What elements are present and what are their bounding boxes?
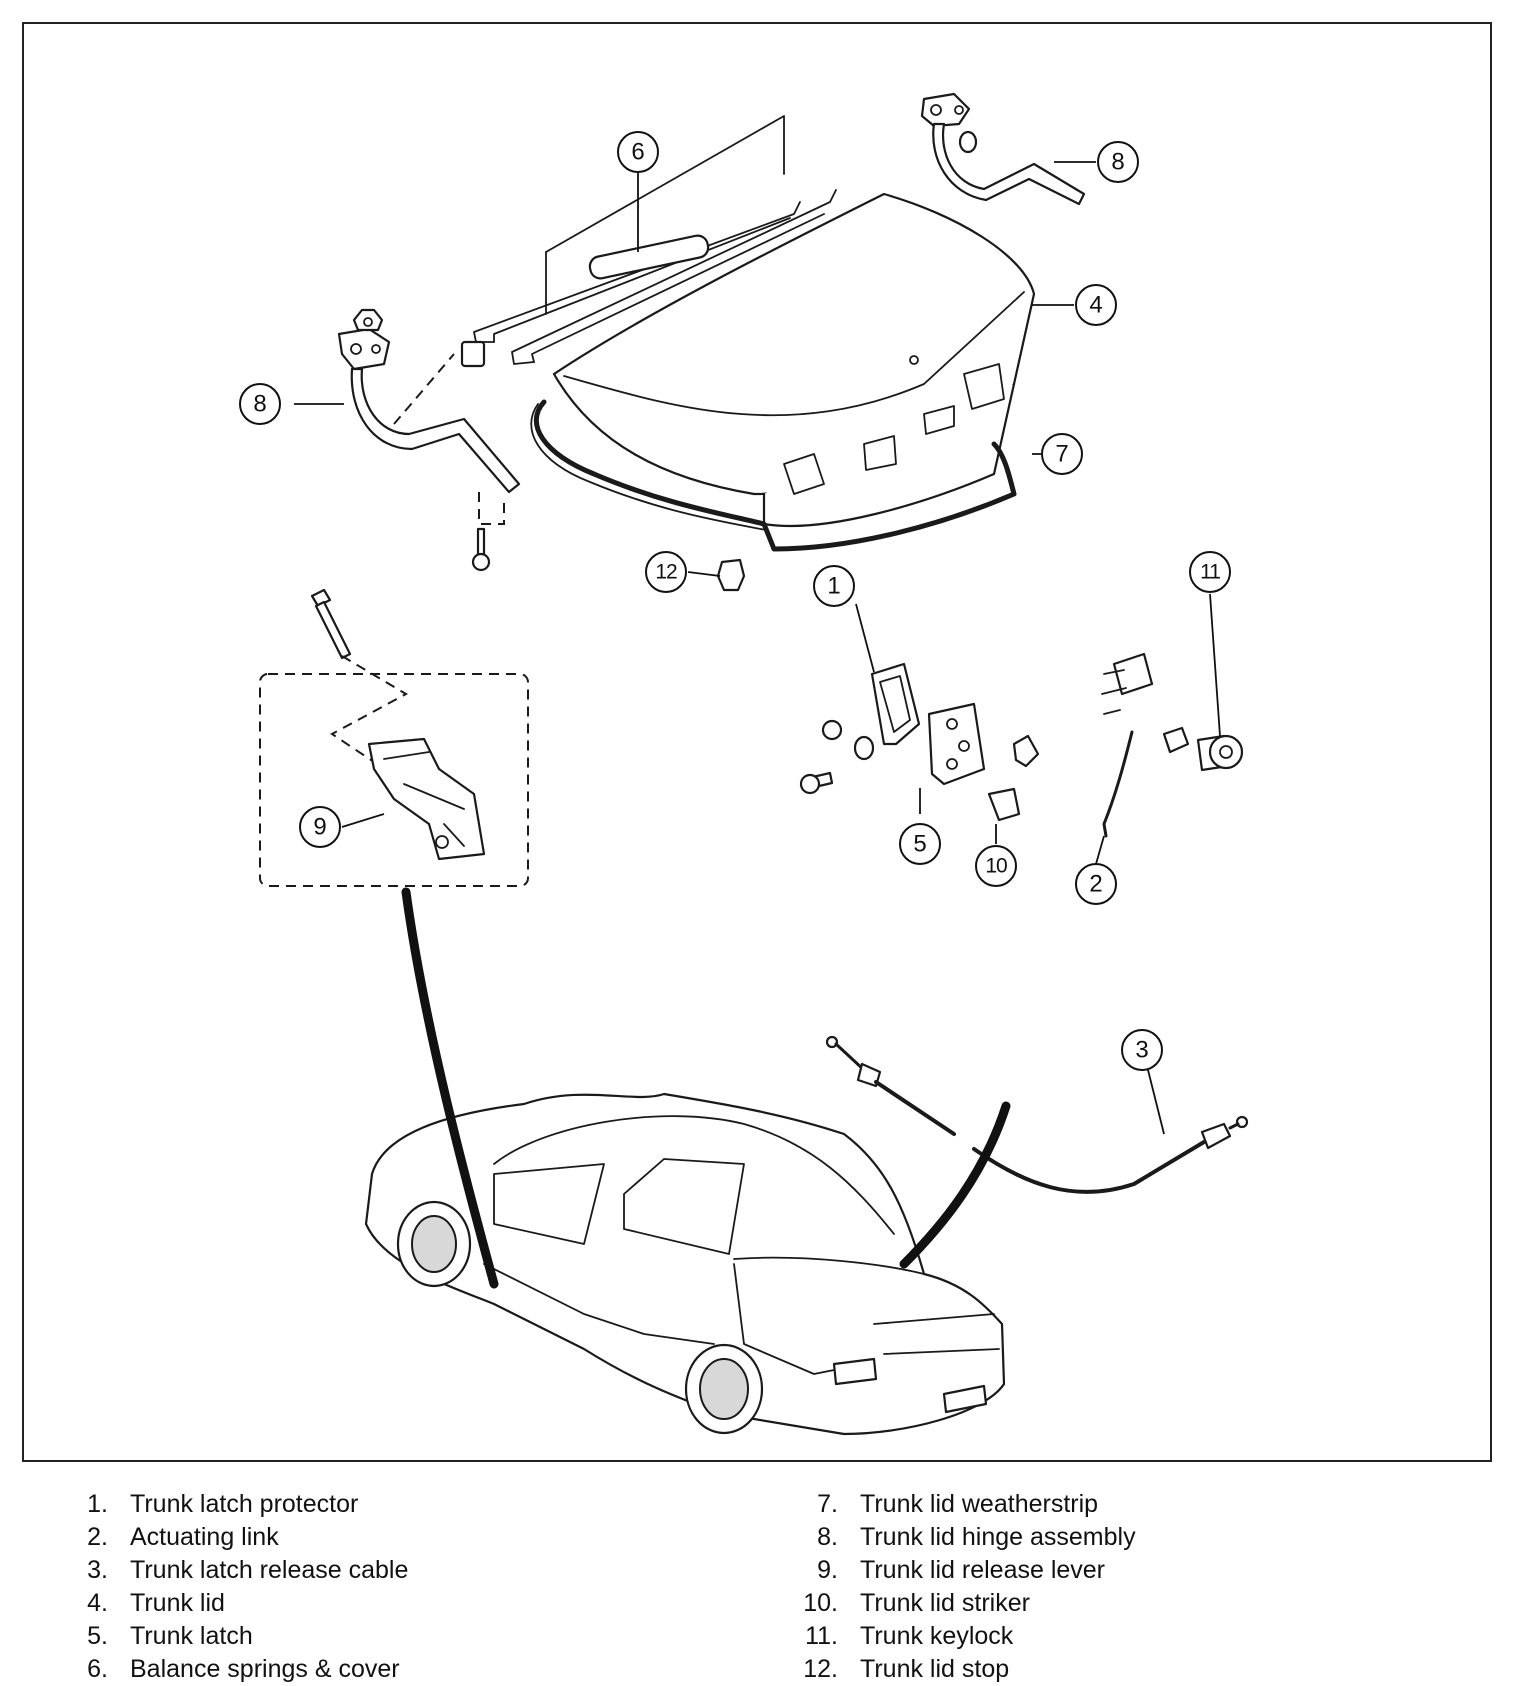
callout-number: 2 xyxy=(1089,871,1102,898)
callout-number: 10 xyxy=(985,855,1007,878)
callout-circle xyxy=(1075,284,1117,326)
leader-lever-to-car xyxy=(401,887,499,1289)
link-and-keylock-group xyxy=(1101,652,1244,838)
callout-number: 12 xyxy=(655,561,677,584)
legend-label: Trunk lid stop xyxy=(860,1655,1010,1683)
legend-label: Trunk latch protector xyxy=(130,1490,359,1518)
legend-item: 12. Trunk lid stop xyxy=(786,1653,1486,1686)
legend-item: 11. Trunk keylock xyxy=(786,1620,1486,1653)
legend-label: Actuating link xyxy=(130,1523,279,1551)
release-cable xyxy=(825,1035,1249,1194)
release-lever-group xyxy=(259,588,529,887)
legend-item: 7. Trunk lid weatherstrip xyxy=(786,1488,1486,1521)
callout-number: 6 xyxy=(631,139,644,166)
callout-10: 10 xyxy=(975,845,1017,887)
callout-circle xyxy=(617,131,659,173)
legend-item: 8. Trunk lid hinge assembly xyxy=(786,1521,1486,1554)
legend-item: 1. Trunk latch protector xyxy=(56,1488,736,1521)
trunk-lid xyxy=(552,192,1036,528)
callout-circle xyxy=(299,806,341,848)
callout-circle xyxy=(899,823,941,865)
legend-label: Trunk lid hinge assembly xyxy=(860,1523,1136,1551)
legend-item: 6. Balance springs & cover xyxy=(56,1653,736,1686)
legend-item: 9. Trunk lid release lever xyxy=(786,1554,1486,1587)
callout-2: 2 xyxy=(1075,863,1117,905)
legend-number: 8. xyxy=(817,1523,838,1551)
callout-12: 12 xyxy=(645,551,687,593)
legend-number: 5. xyxy=(87,1622,108,1650)
callout-number: 11 xyxy=(1200,561,1220,584)
trunk-lid-stop xyxy=(716,558,746,592)
callout-9: 9 xyxy=(299,806,341,848)
legend-label: Trunk latch xyxy=(130,1622,253,1650)
callout-1: 1 xyxy=(813,565,855,607)
legend-number: 11. xyxy=(805,1622,838,1650)
legend-item: 4. Trunk lid xyxy=(56,1587,736,1620)
legend-item: 5. Trunk latch xyxy=(56,1620,736,1653)
legend-number: 2. xyxy=(87,1523,108,1551)
latch-group xyxy=(799,662,1040,822)
callout-number: 9 xyxy=(313,814,326,841)
callout-8: 8 xyxy=(239,383,281,425)
callout-circle xyxy=(1097,141,1139,183)
callout-5: 5 xyxy=(899,823,941,865)
legend-item: 3. Trunk latch release cable xyxy=(56,1554,736,1587)
parts-legend: 1. Trunk latch protector 2. Actuating link… xyxy=(0,1480,1520,1683)
car-body xyxy=(364,1092,1006,1436)
legend-number: 10. xyxy=(803,1589,838,1617)
legend-column-right: 7. Trunk lid weatherstrip 8. Trunk lid hin… xyxy=(786,1488,1486,1686)
legend-item: 10. Trunk lid striker xyxy=(786,1587,1486,1620)
callout-number: 8 xyxy=(1111,149,1124,176)
legend-number: 12. xyxy=(803,1655,838,1683)
legend-number: 7. xyxy=(817,1490,838,1518)
legend-number: 6. xyxy=(87,1655,108,1683)
leader-cable-to-car xyxy=(899,1101,1011,1269)
legend-label: Trunk lid weatherstrip xyxy=(860,1490,1099,1518)
callout-number: 8 xyxy=(253,391,266,418)
callout-circle xyxy=(813,565,855,607)
legend-number: 4. xyxy=(87,1589,108,1617)
callout-circle xyxy=(975,845,1017,887)
callout-7: 7 xyxy=(1041,433,1083,475)
legend-number: 9. xyxy=(817,1556,838,1584)
hinge-assembly-upper-right xyxy=(920,92,1086,206)
callout-number: 3 xyxy=(1135,1037,1148,1064)
legend-number: 3. xyxy=(87,1556,108,1584)
legend-number: 1. xyxy=(87,1490,108,1518)
trunk-lid-weatherstrip xyxy=(530,399,1017,552)
legend-column-left: 1. Trunk latch protector 2. Actuating link… xyxy=(56,1488,736,1686)
callout-6: 6 xyxy=(617,131,659,173)
legend-item: 2. Actuating link xyxy=(56,1521,736,1554)
legend-label: Trunk latch release cable xyxy=(130,1556,409,1584)
legend-label: Trunk lid release lever xyxy=(860,1556,1106,1584)
callout-circle xyxy=(1075,863,1117,905)
balance-springs-and-cover xyxy=(473,115,837,365)
legend-label: Trunk keylock xyxy=(860,1622,1014,1650)
callout-circle xyxy=(239,383,281,425)
callout-circle xyxy=(1121,1029,1163,1071)
legend-label: Balance springs & cover xyxy=(130,1655,400,1683)
callout-4: 4 xyxy=(1075,284,1117,326)
callout-number: 5 xyxy=(913,831,926,858)
callout-11: 11 xyxy=(1189,551,1231,593)
callout-8: 8 xyxy=(1097,141,1139,183)
callout-number: 7 xyxy=(1055,441,1068,468)
callout-number: 4 xyxy=(1089,292,1102,319)
callout-circle xyxy=(645,551,687,593)
callout-number: 1 xyxy=(827,573,840,600)
callout-circle xyxy=(1041,433,1083,475)
legend-label: Trunk lid xyxy=(130,1589,225,1617)
legend-label: Trunk lid striker xyxy=(860,1589,1030,1617)
callout-3: 3 xyxy=(1121,1029,1163,1071)
hinge-assembly-left xyxy=(337,308,521,572)
callout-circle xyxy=(1189,551,1231,593)
